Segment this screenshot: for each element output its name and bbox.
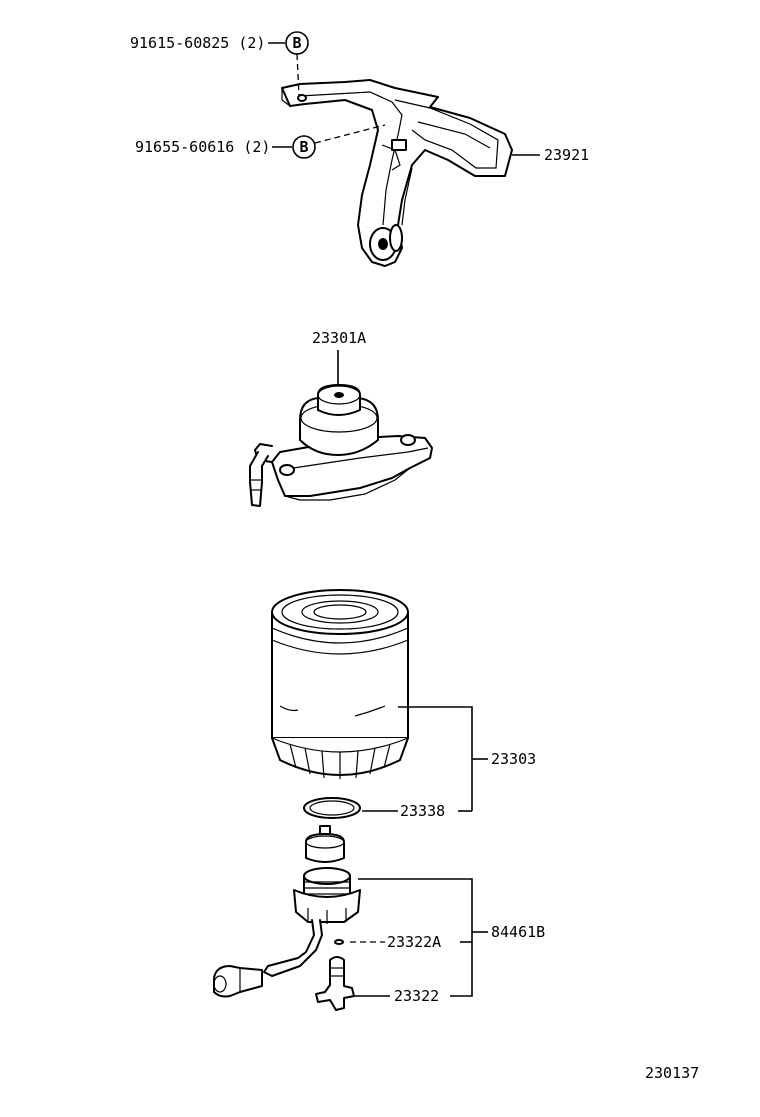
bracket-part-number: 23921 — [544, 146, 589, 164]
warning-switch-84461b — [213, 825, 361, 998]
o-ring-part-number: 23338 — [400, 802, 445, 820]
diagram-id: 230137 — [645, 1064, 699, 1082]
drain-plug-part-number: 23322 — [394, 987, 439, 1005]
bolt-leader — [268, 31, 309, 97]
warning-switch-bracket-leader — [358, 878, 488, 997]
bracket-23921 — [281, 79, 513, 267]
callout-b-bolt: B — [292, 34, 301, 52]
bolt-part-number: 91615-60825 (2) — [130, 34, 265, 52]
nut-part-number: 91655-60616 (2) — [135, 138, 270, 156]
filter-element-23303 — [271, 589, 409, 779]
filter-element-bracket-leader — [398, 706, 488, 811]
packing-part-number: 23322A — [387, 933, 441, 951]
drain-plug-23322 — [315, 956, 355, 1011]
packing-23322a — [334, 939, 344, 945]
warning-switch-part-number: 84461B — [491, 923, 545, 941]
filter-element-part-number: 23303 — [491, 750, 536, 768]
nut-leader — [272, 124, 386, 159]
filter-head-part-number: 23301A — [312, 329, 366, 347]
callout-b-nut: B — [299, 138, 308, 156]
filter-head-23301a — [249, 384, 433, 507]
o-ring-23338 — [303, 797, 361, 819]
